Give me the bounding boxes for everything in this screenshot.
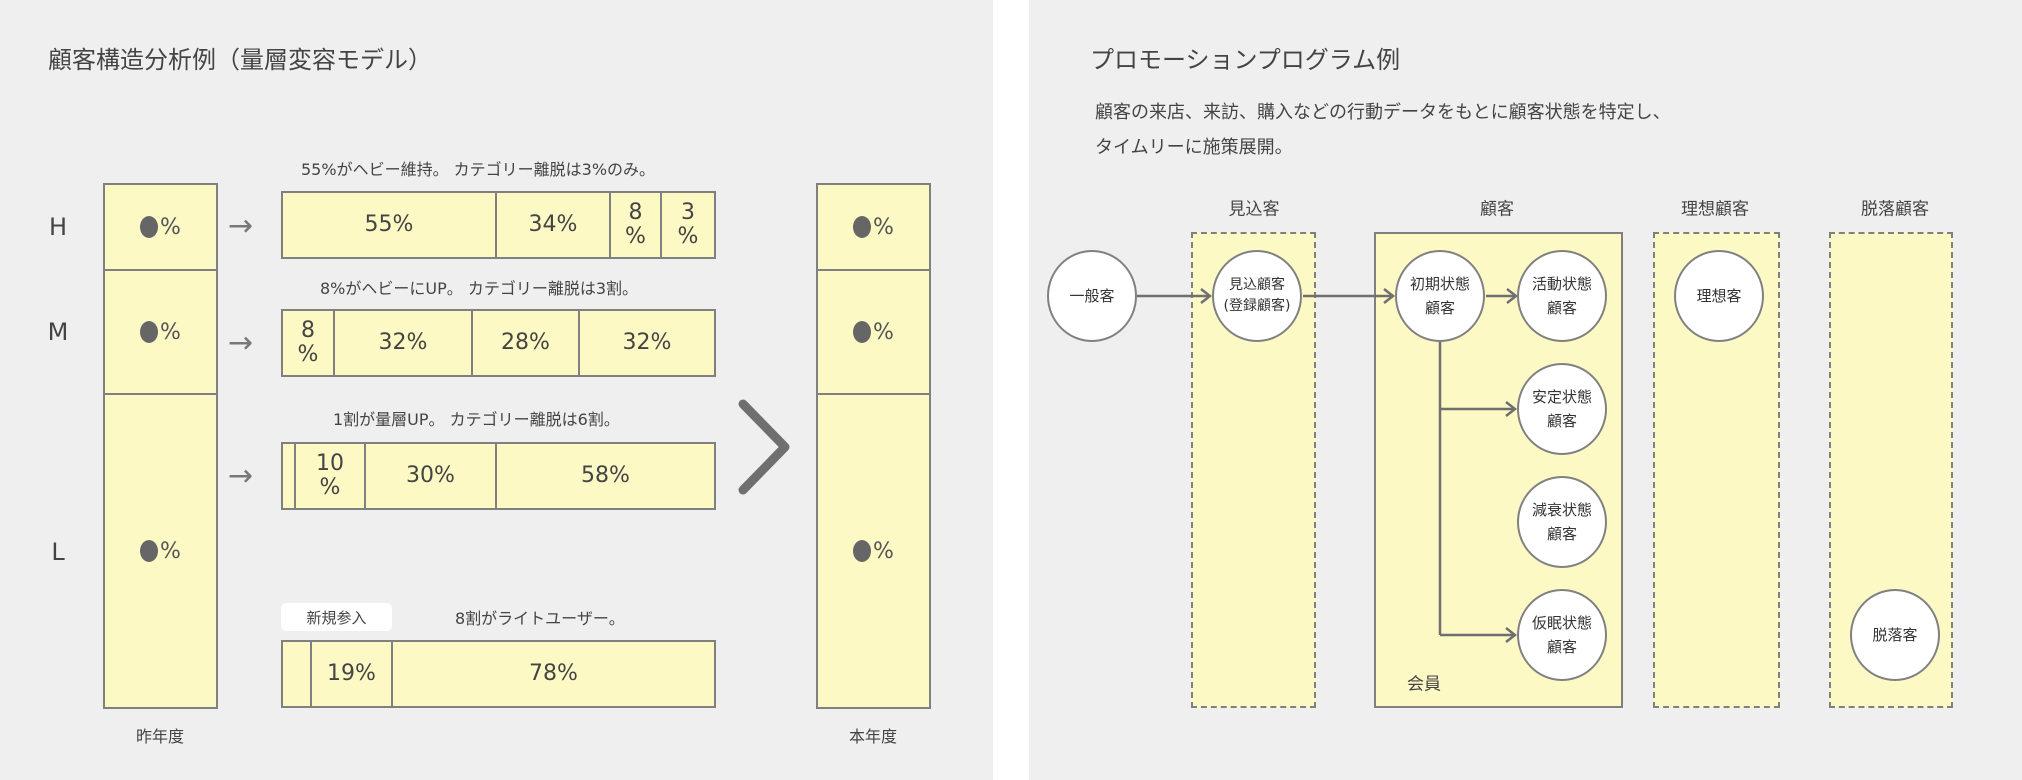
bar-cell: 30% — [366, 444, 497, 508]
level-h: H — [48, 213, 68, 241]
new-entry-bar: 19% 78% — [281, 640, 716, 708]
arrow-right-icon: → — [228, 325, 254, 361]
node-active: 活動状態 顧客 — [1517, 250, 1607, 342]
value: % — [160, 538, 181, 564]
this-year-l: % — [818, 395, 929, 707]
node-initial: 初期状態 顧客 — [1395, 250, 1485, 342]
right-title: プロモーションプログラム例 — [1090, 46, 1401, 74]
bar-cell: 8 % — [283, 311, 335, 375]
dot-icon — [853, 321, 872, 343]
dot-icon — [853, 216, 872, 238]
bar-cell: 34% — [497, 193, 611, 257]
this-year-h: % — [818, 185, 929, 271]
bar-cell: 78% — [529, 660, 578, 686]
bar-cell: 10 % — [296, 444, 366, 508]
row-m-caption: 8%がヘビーにUP。 カテゴリー離脱は3割。 — [320, 279, 639, 298]
column-header-prospect: 見込客 — [1228, 199, 1280, 220]
row-m-bar: 8 % 32% 28% 32% — [281, 309, 716, 377]
description-line-1: 顧客の来店、来訪、購入などの行動データをもとに顧客状態を特定し、 — [1095, 102, 1671, 123]
bar-cell — [283, 444, 296, 508]
last-year-l: % — [105, 395, 216, 707]
value: % — [160, 214, 181, 240]
this-year-column: % % % — [816, 183, 931, 709]
last-year-m: % — [105, 271, 216, 395]
left-panel: 顧客構造分析例（量層変容モデル） H M L % % % 昨年度 → → → 5… — [0, 0, 993, 780]
left-title: 顧客構造分析例（量層変容モデル） — [48, 46, 432, 74]
node-lapsed: 脱落客 — [1850, 589, 1940, 681]
value: % — [873, 319, 894, 345]
last-year-label: 昨年度 — [135, 727, 185, 746]
last-year-h: % — [105, 185, 216, 271]
bar-cell: 32% — [622, 329, 672, 355]
arrow-right-icon: → — [228, 208, 254, 244]
this-year-m: % — [818, 271, 929, 395]
value: % — [873, 214, 894, 240]
bar-cell: 28% — [473, 311, 580, 375]
bar-cell: 19% — [312, 642, 393, 706]
description-line-2: タイムリーに施策展開。 — [1095, 137, 1293, 158]
node-declining: 減衰状態 顧客 — [1517, 476, 1607, 568]
row-l-caption: 1割が量層UP。 カテゴリー離脱は6割。 — [333, 410, 620, 429]
member-label: 会員 — [1407, 674, 1441, 695]
bar-cell — [283, 642, 312, 706]
level-l: L — [51, 538, 65, 566]
flow-arrows — [1137, 288, 1519, 643]
row-h-bar: 55% 34% 8 % 3 % — [281, 191, 716, 259]
node-ideal: 理想客 — [1674, 250, 1764, 342]
dot-icon — [853, 540, 872, 562]
node-stable: 安定状態 顧客 — [1517, 363, 1607, 455]
bar-cell: 55% — [283, 193, 497, 257]
bar-cell: 3 % — [677, 199, 699, 249]
column-header-lapsed: 脱落顧客 — [1861, 199, 1929, 220]
value: % — [160, 319, 181, 345]
bar-cell: 32% — [335, 311, 473, 375]
column-header-customer: 顧客 — [1480, 199, 1514, 220]
node-dormant: 仮眠状態 顧客 — [1517, 589, 1607, 681]
level-m: M — [47, 318, 69, 346]
dot-icon — [140, 321, 159, 343]
right-panel: プロモーションプログラム例 顧客の来店、来訪、購入などの行動データをもとに顧客状… — [1029, 0, 2022, 780]
node-prospect: 見込顧客 (登録顧客) — [1212, 250, 1302, 342]
column-header-ideal: 理想顧客 — [1681, 199, 1749, 220]
row-l-bar: 10 % 30% 58% — [281, 442, 716, 510]
new-entry-caption: 8割がライトユーザー。 — [455, 609, 625, 628]
this-year-label: 本年度 — [848, 727, 898, 746]
node-general-customer: 一般客 — [1047, 250, 1137, 342]
new-entry-badge: 新規参入 — [281, 603, 392, 631]
value: % — [873, 538, 894, 564]
bar-cell: 58% — [581, 462, 630, 488]
dot-icon — [140, 540, 159, 562]
last-year-column: % % % — [103, 183, 218, 709]
row-h-caption: 55%がヘビー維持。 カテゴリー離脱は3%のみ。 — [301, 160, 656, 179]
bar-cell: 8 % — [611, 193, 662, 257]
dot-icon — [140, 216, 159, 238]
arrow-right-icon: → — [228, 458, 254, 494]
chevron-right-icon — [738, 399, 790, 495]
